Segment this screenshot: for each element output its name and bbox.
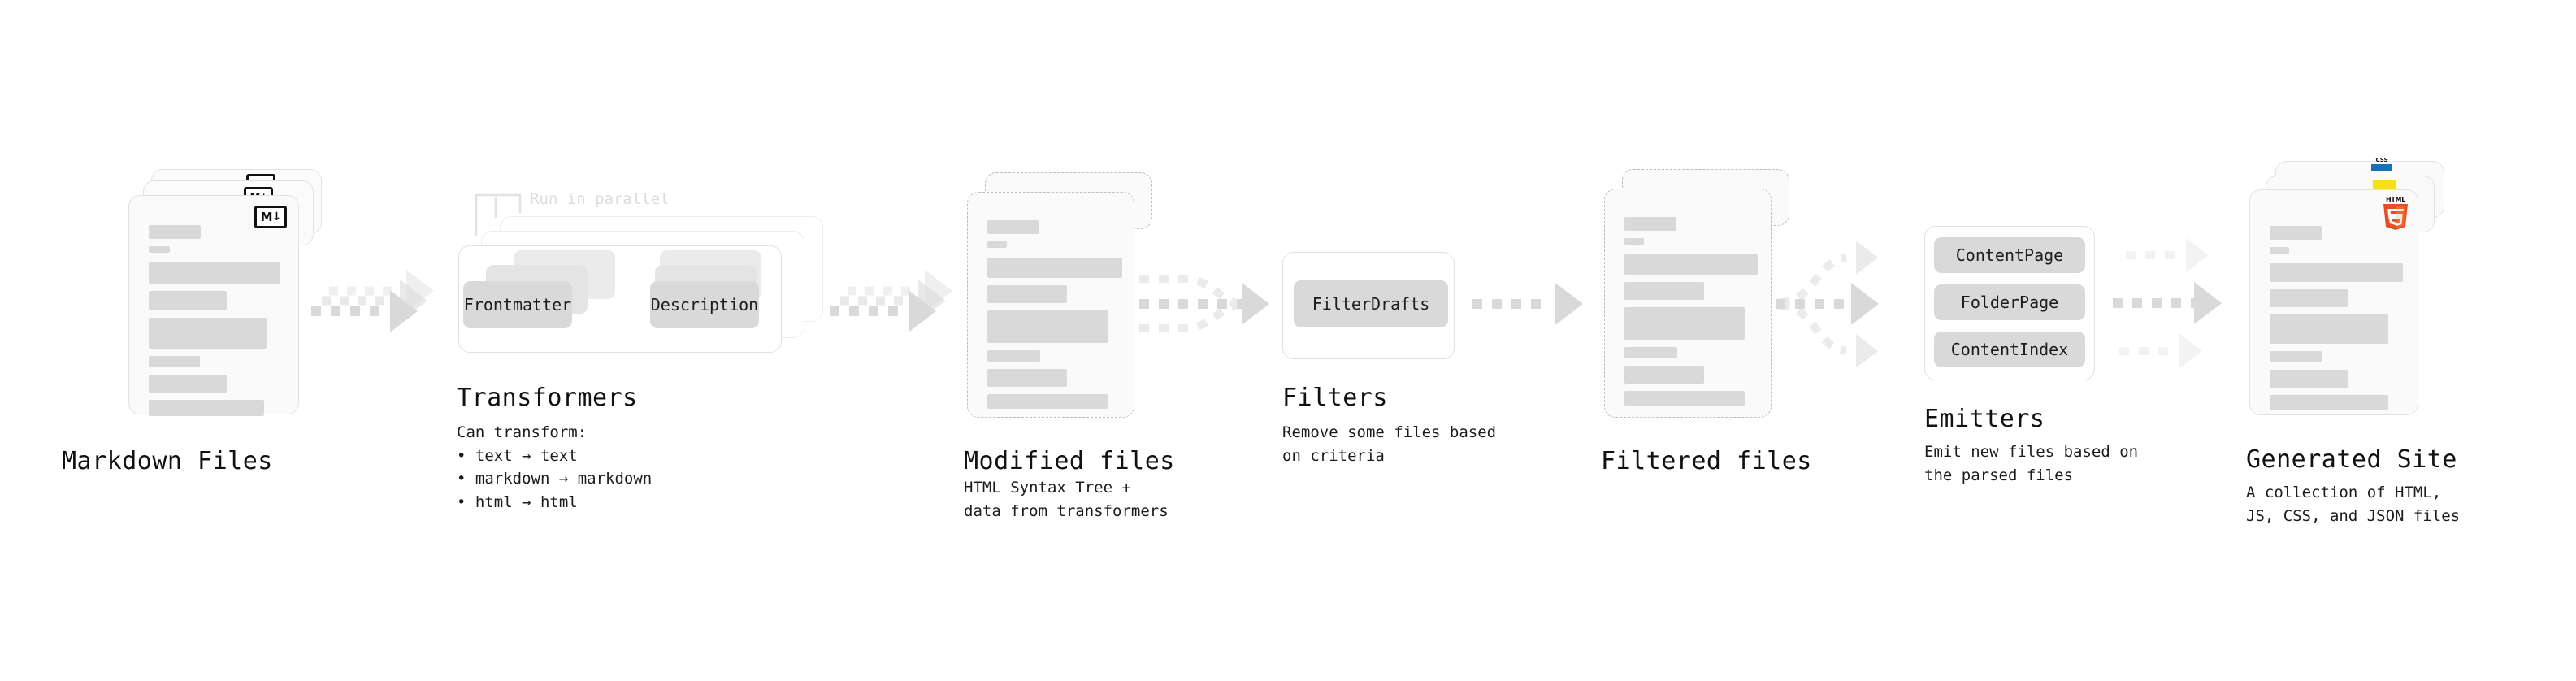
transformer-chip-description-label: Description bbox=[650, 295, 759, 314]
content-bar bbox=[1624, 391, 1745, 406]
site-card-bars bbox=[2270, 226, 2403, 417]
content-bar bbox=[987, 394, 1108, 409]
connector-modified-to-filters bbox=[1139, 275, 1269, 332]
html5-badge-label: HTML bbox=[2385, 196, 2405, 203]
emitters-chip-contentpage[interactable]: ContentPage bbox=[1934, 237, 2085, 273]
css3-badge: CSS bbox=[2371, 157, 2392, 171]
filtered-card-bars bbox=[1624, 217, 1758, 413]
emitters-chip-folderpage-label: FolderPage bbox=[1960, 293, 2059, 312]
stage-title-emitters: Emitters bbox=[1924, 405, 2045, 433]
content-bar bbox=[149, 356, 200, 367]
emitters-chip-contentindex[interactable]: ContentIndex bbox=[1934, 332, 2085, 367]
content-bar bbox=[987, 350, 1040, 362]
content-bar bbox=[2270, 289, 2348, 307]
stage-title-filters: Filters bbox=[1282, 384, 1388, 412]
content-bar bbox=[149, 225, 201, 239]
content-bar bbox=[987, 369, 1067, 387]
content-bar bbox=[149, 400, 264, 416]
stage-desc-transformers: Can transform: • text → text • markdown … bbox=[457, 423, 653, 511]
connector-filters-to-filtered bbox=[1472, 283, 1583, 325]
content-bar bbox=[149, 318, 267, 349]
stage-title-markdown-files: Markdown Files bbox=[62, 447, 273, 475]
stage-title-transformers: Transformers bbox=[457, 384, 638, 412]
stage-title-filtered-files: Filtered files bbox=[1601, 447, 1812, 475]
content-bar bbox=[149, 291, 227, 310]
content-bar bbox=[1624, 307, 1745, 340]
emitters-chip-contentindex-label: ContentIndex bbox=[1950, 340, 2069, 359]
html5-badge: HTML bbox=[2382, 196, 2409, 230]
connector-emitters-to-site bbox=[2113, 237, 2222, 369]
content-bar bbox=[1624, 217, 1676, 231]
content-bar bbox=[2270, 314, 2388, 344]
content-bar bbox=[987, 258, 1122, 278]
stage-markdown-files: M↓ M↓ M↓ Markdown Files bbox=[0, 0, 341, 681]
run-in-parallel-label: Run in parallel bbox=[530, 190, 670, 208]
content-bar bbox=[2270, 247, 2289, 254]
connector-transformers-to-modified bbox=[830, 270, 952, 332]
content-bar bbox=[987, 241, 1007, 248]
stage-filtered-files: Filtered files bbox=[0, 0, 1811, 681]
transformer-chip-frontmatter-label: Frontmatter bbox=[463, 295, 572, 314]
content-bar bbox=[987, 285, 1067, 303]
transformer-chip-description[interactable]: Description bbox=[650, 281, 759, 328]
modified-card-bars bbox=[987, 220, 1122, 416]
modified-card-front bbox=[967, 192, 1134, 418]
markdown-badge-letter: M bbox=[260, 209, 273, 224]
content-bar bbox=[149, 375, 227, 393]
stage-transformers: Run in parallel Frontmatter Description … bbox=[0, 0, 823, 681]
content-bar bbox=[2270, 370, 2348, 388]
content-bar bbox=[1624, 347, 1677, 358]
stage-desc-generated-site: A collection of HTML, JS, CSS, and JSON … bbox=[2246, 484, 2461, 525]
stage-title-generated-site: Generated Site bbox=[2246, 445, 2457, 474]
stage-desc-filters: Remove some files based on criteria bbox=[1282, 423, 1497, 465]
markdown-badge-front: M↓ bbox=[254, 206, 287, 228]
content-bar bbox=[2270, 263, 2403, 282]
filters-chip-filterdrafts-label: FilterDrafts bbox=[1312, 294, 1430, 314]
stage-desc-emitters: Emit new files based on the parsed files bbox=[1924, 443, 2139, 484]
content-bar bbox=[2270, 351, 2322, 362]
content-bar bbox=[987, 220, 1039, 234]
emitters-chip-folderpage[interactable]: FolderPage bbox=[1934, 284, 2085, 320]
filtered-card-front bbox=[1604, 189, 1772, 418]
content-bar bbox=[149, 262, 280, 284]
content-bar bbox=[149, 246, 170, 253]
site-card-front: HTML bbox=[2249, 189, 2418, 415]
content-bar bbox=[987, 310, 1108, 343]
stage-title-modified-files: Modified files bbox=[964, 447, 1175, 475]
content-bar bbox=[1624, 282, 1704, 300]
markdown-card-front: M↓ bbox=[128, 195, 299, 416]
css3-badge-label: CSS bbox=[2375, 157, 2388, 163]
markdown-card-bars bbox=[149, 225, 280, 423]
content-bar bbox=[1624, 366, 1704, 384]
emitters-chip-contentpage-label: ContentPage bbox=[1955, 245, 2064, 265]
content-bar bbox=[1624, 254, 1758, 275]
filters-chip-filterdrafts[interactable]: FilterDrafts bbox=[1294, 280, 1448, 327]
content-bar bbox=[1624, 238, 1644, 245]
content-bar bbox=[2270, 226, 2322, 240]
transformer-chip-frontmatter[interactable]: Frontmatter bbox=[463, 281, 572, 328]
stage-desc-modified-files: HTML Syntax Tree + data from transformer… bbox=[964, 479, 1169, 520]
stage-emitters: ContentPage FolderPage ContentIndex Emit… bbox=[0, 0, 2138, 681]
stage-generated-site: CSS HTML bbox=[0, 0, 2460, 681]
stage-filters: FilterDrafts Filters Remove some files b… bbox=[0, 0, 1496, 681]
stage-modified-files: Modified files HTML Syntax Tree + data f… bbox=[0, 0, 1174, 681]
content-bar bbox=[2270, 395, 2388, 410]
connector-filtered-to-emitters bbox=[1776, 241, 1879, 368]
